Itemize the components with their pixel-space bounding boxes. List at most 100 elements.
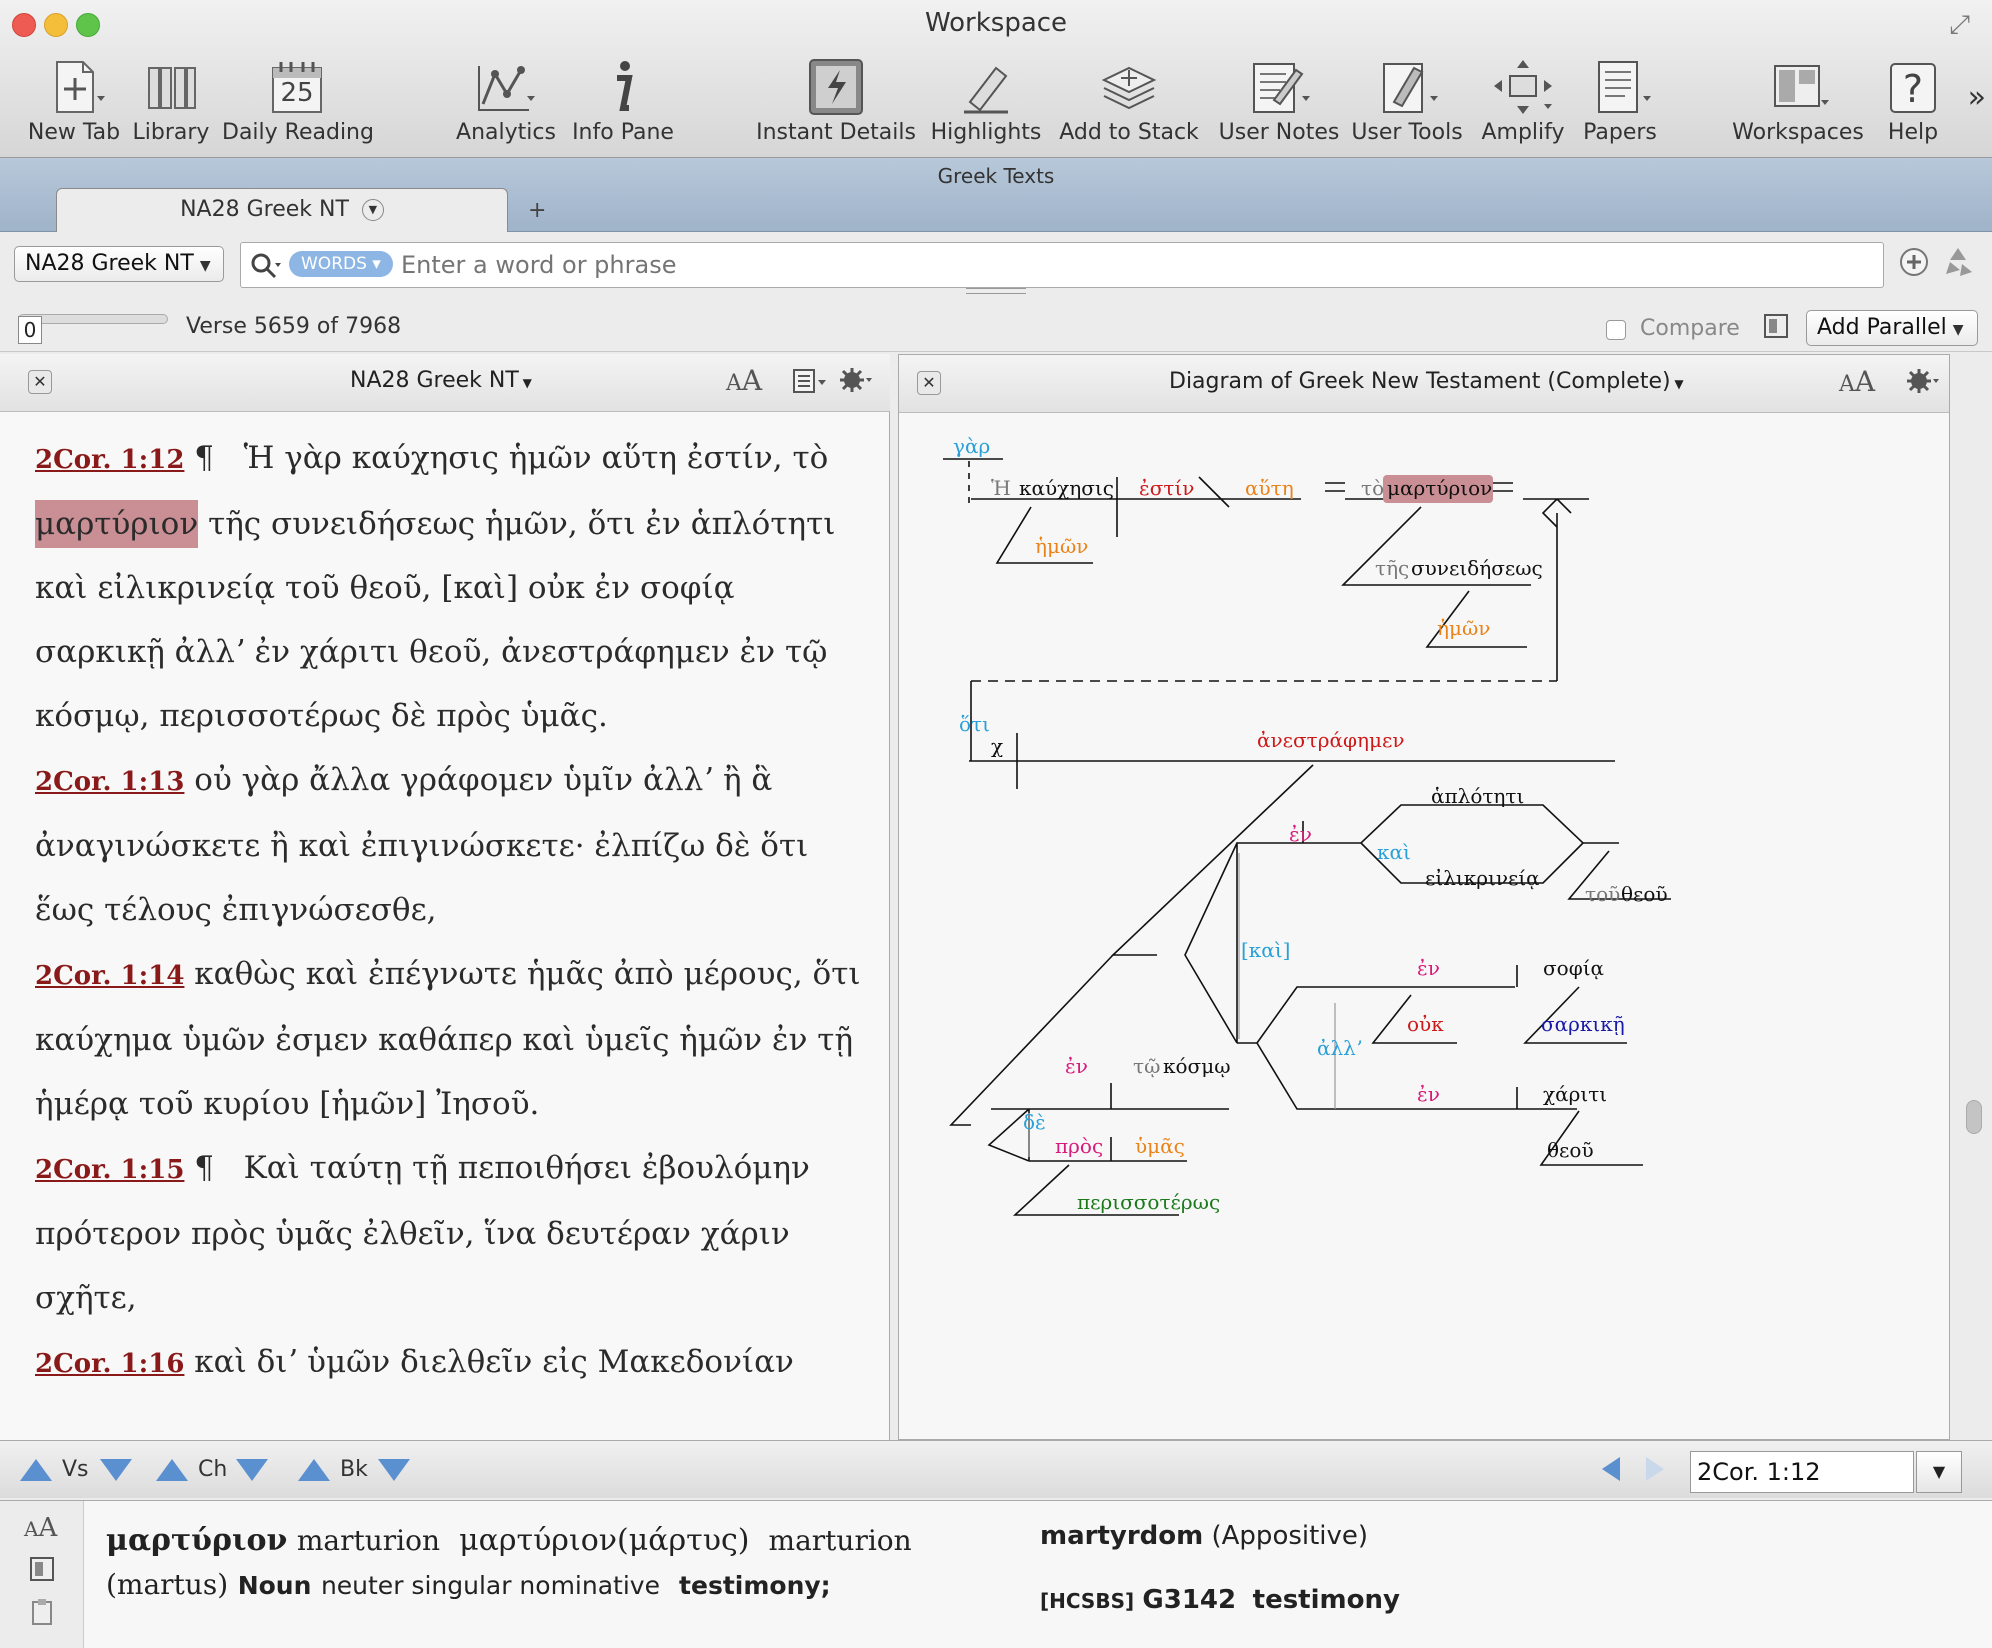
highlighted-word[interactable]: μαρτύριον — [35, 500, 199, 548]
next-verse-icon[interactable] — [100, 1459, 132, 1481]
next-chapter-icon[interactable] — [236, 1459, 268, 1481]
info-pane-button[interactable]: Info Pane — [568, 56, 678, 152]
diagram-word[interactable]: ἐν — [1417, 956, 1440, 980]
diagram-word[interactable]: τῆς — [1375, 556, 1409, 580]
diagram-panel-title[interactable]: Diagram of Greek New Testament (Complete… — [1169, 369, 1684, 394]
verse-slider-value[interactable]: 0 — [18, 316, 42, 344]
scrollbar-thumb[interactable] — [1966, 1100, 1982, 1134]
verse-ref[interactable]: 2Cor. 1:13 — [35, 767, 185, 797]
search-input[interactable] — [401, 247, 1861, 283]
next-book-icon[interactable] — [378, 1459, 410, 1481]
diagram-word[interactable]: γὰρ — [953, 434, 990, 458]
diagram-word[interactable]: ἀνεστράφημεν — [1257, 728, 1405, 752]
add-search-icon[interactable] — [1898, 246, 1930, 278]
minimize-window-button[interactable] — [44, 13, 68, 37]
close-window-button[interactable] — [12, 13, 36, 37]
previous-verse-icon[interactable] — [20, 1459, 52, 1481]
diagram-word[interactable]: τῷ — [1133, 1054, 1160, 1078]
diagram-word[interactable]: θεοῦ — [1547, 1138, 1594, 1162]
diagram-word[interactable]: χάριτι — [1543, 1082, 1607, 1106]
forward-arrow-icon[interactable] — [1646, 1457, 1664, 1481]
sentence-diagram[interactable]: γὰρ Ἡ καύχησις ἐστίν αὕτη τὸ μαρτύριον ἡ… — [899, 413, 1949, 1439]
diagram-word[interactable]: ἀλλʼ — [1317, 1036, 1362, 1060]
diagram-word[interactable]: ἡμῶν — [1035, 534, 1088, 558]
diagram-word[interactable]: εἰλικρινείᾳ — [1425, 866, 1540, 890]
previous-book-icon[interactable] — [298, 1459, 330, 1481]
diagram-word[interactable]: ἐν — [1065, 1054, 1088, 1078]
greek-text-body[interactable]: 2Cor. 1:12 ¶ Ἡ γὰρ καύχησις ἡμῶν αὕτη ἐσ… — [0, 412, 890, 1440]
user-notes-button[interactable]: User Notes — [1212, 56, 1346, 152]
zoom-window-button[interactable] — [76, 13, 100, 37]
search-field[interactable]: WORDS ▾ — [240, 242, 1884, 288]
workspaces-button[interactable]: Workspaces — [1728, 56, 1868, 152]
search-icon[interactable] — [249, 251, 283, 281]
tab-na28-greek-nt[interactable]: NA28 Greek NT ▼ — [56, 188, 508, 232]
reference-input[interactable]: 2Cor. 1:12 — [1690, 1451, 1914, 1493]
diagram-word[interactable]: κόσμῳ — [1163, 1054, 1231, 1078]
papers-button[interactable]: Papers — [1576, 56, 1664, 152]
add-to-stack-button[interactable]: Add to Stack — [1056, 56, 1202, 152]
parallel-icon[interactable] — [28, 1555, 56, 1583]
diagram-word[interactable]: αὕτη — [1245, 476, 1294, 500]
diagram-word[interactable]: πρὸς — [1055, 1134, 1103, 1158]
view-options-icon[interactable] — [792, 368, 828, 396]
toolbar-overflow-icon[interactable]: » — [1967, 80, 1986, 115]
diagram-word[interactable]: ἡμῶν — [1437, 616, 1490, 640]
lexical-form[interactable]: μαρτύριον — [459, 1523, 618, 1558]
diagram-word[interactable]: περισσοτέρως — [1077, 1190, 1220, 1214]
verse-ref[interactable]: 2Cor. 1:15 — [35, 1155, 185, 1185]
new-tab-button[interactable]: New Tab — [14, 56, 134, 152]
add-parallel-button[interactable]: Add Parallel▼ — [1806, 310, 1978, 346]
tab-menu-icon[interactable]: ▼ — [361, 199, 384, 221]
font-size-icon[interactable]: AA — [1839, 365, 1876, 398]
diagram-word[interactable]: ὅτι — [959, 712, 990, 736]
back-arrow-icon[interactable] — [1602, 1457, 1620, 1481]
gear-icon[interactable] — [1905, 367, 1941, 397]
diagram-word[interactable]: συνειδήσεως — [1411, 556, 1543, 580]
verse-ref[interactable]: 2Cor. 1:12 — [35, 445, 185, 475]
recycle-icon[interactable] — [1938, 242, 1978, 282]
close-panel-button[interactable]: ✕ — [917, 371, 941, 395]
parallel-icon[interactable] — [1762, 312, 1790, 340]
diagram-word[interactable]: [καὶ] — [1241, 938, 1290, 962]
amplify-button[interactable]: Amplify — [1476, 56, 1570, 152]
reference-dropdown[interactable]: ▼ — [1916, 1451, 1962, 1493]
diagram-word[interactable]: καύχησις — [1019, 476, 1114, 500]
analytics-button[interactable]: Analytics — [456, 56, 556, 152]
diagram-word[interactable]: ἐν — [1417, 1082, 1440, 1106]
diagram-word[interactable]: δὲ — [1023, 1110, 1046, 1134]
diagram-word[interactable]: οὐκ — [1407, 1012, 1444, 1036]
diagram-word[interactable]: ἁπλότητι — [1431, 784, 1524, 808]
strongs-number[interactable]: G3142 — [1142, 1585, 1237, 1615]
diagram-word[interactable]: χ — [991, 734, 1003, 758]
verse-ref[interactable]: 2Cor. 1:14 — [35, 961, 185, 991]
diagram-word[interactable]: σοφίᾳ — [1543, 956, 1604, 980]
previous-chapter-icon[interactable] — [156, 1459, 188, 1481]
diagram-word[interactable]: ἐστίν — [1139, 476, 1194, 500]
close-panel-button[interactable]: ✕ — [28, 370, 52, 394]
verse-ref[interactable]: 2Cor. 1:16 — [35, 1349, 185, 1379]
highlights-button[interactable]: Highlights — [928, 56, 1044, 152]
text-panel-title[interactable]: NA28 Greek NT ▼ — [350, 368, 532, 393]
diagram-word[interactable]: καὶ — [1377, 840, 1411, 864]
diagram-word[interactable]: τὸ — [1361, 476, 1384, 500]
add-tab-button[interactable]: + — [528, 198, 547, 223]
fullscreen-icon[interactable]: ⤢ — [1949, 10, 1970, 40]
diagram-word[interactable]: ὑμᾶς — [1135, 1134, 1185, 1158]
diagram-word[interactable]: θεοῦ — [1621, 882, 1668, 906]
diagram-word[interactable]: Ἡ — [991, 476, 1011, 500]
font-size-icon[interactable]: AA — [24, 1513, 58, 1543]
diagram-word[interactable]: τοῦ — [1585, 882, 1620, 906]
clipboard-icon[interactable] — [30, 1597, 54, 1627]
font-size-icon[interactable]: AA — [726, 364, 763, 397]
daily-reading-button[interactable]: 25 Daily Reading — [222, 56, 374, 152]
diagram-word[interactable]: σαρκικῇ — [1541, 1012, 1625, 1036]
search-mode-chip[interactable]: WORDS ▾ — [289, 251, 393, 277]
gear-icon[interactable] — [838, 366, 874, 396]
diagram-word[interactable]: μαρτύριον — [1387, 476, 1492, 500]
instant-details-button[interactable]: Instant Details — [756, 56, 916, 152]
lemma[interactable]: μαρτύριον — [106, 1523, 288, 1558]
compare-checkbox[interactable] — [1606, 320, 1626, 340]
module-select[interactable]: NA28 Greek NT▼ — [14, 246, 224, 282]
user-tools-button[interactable]: User Tools — [1350, 56, 1464, 152]
